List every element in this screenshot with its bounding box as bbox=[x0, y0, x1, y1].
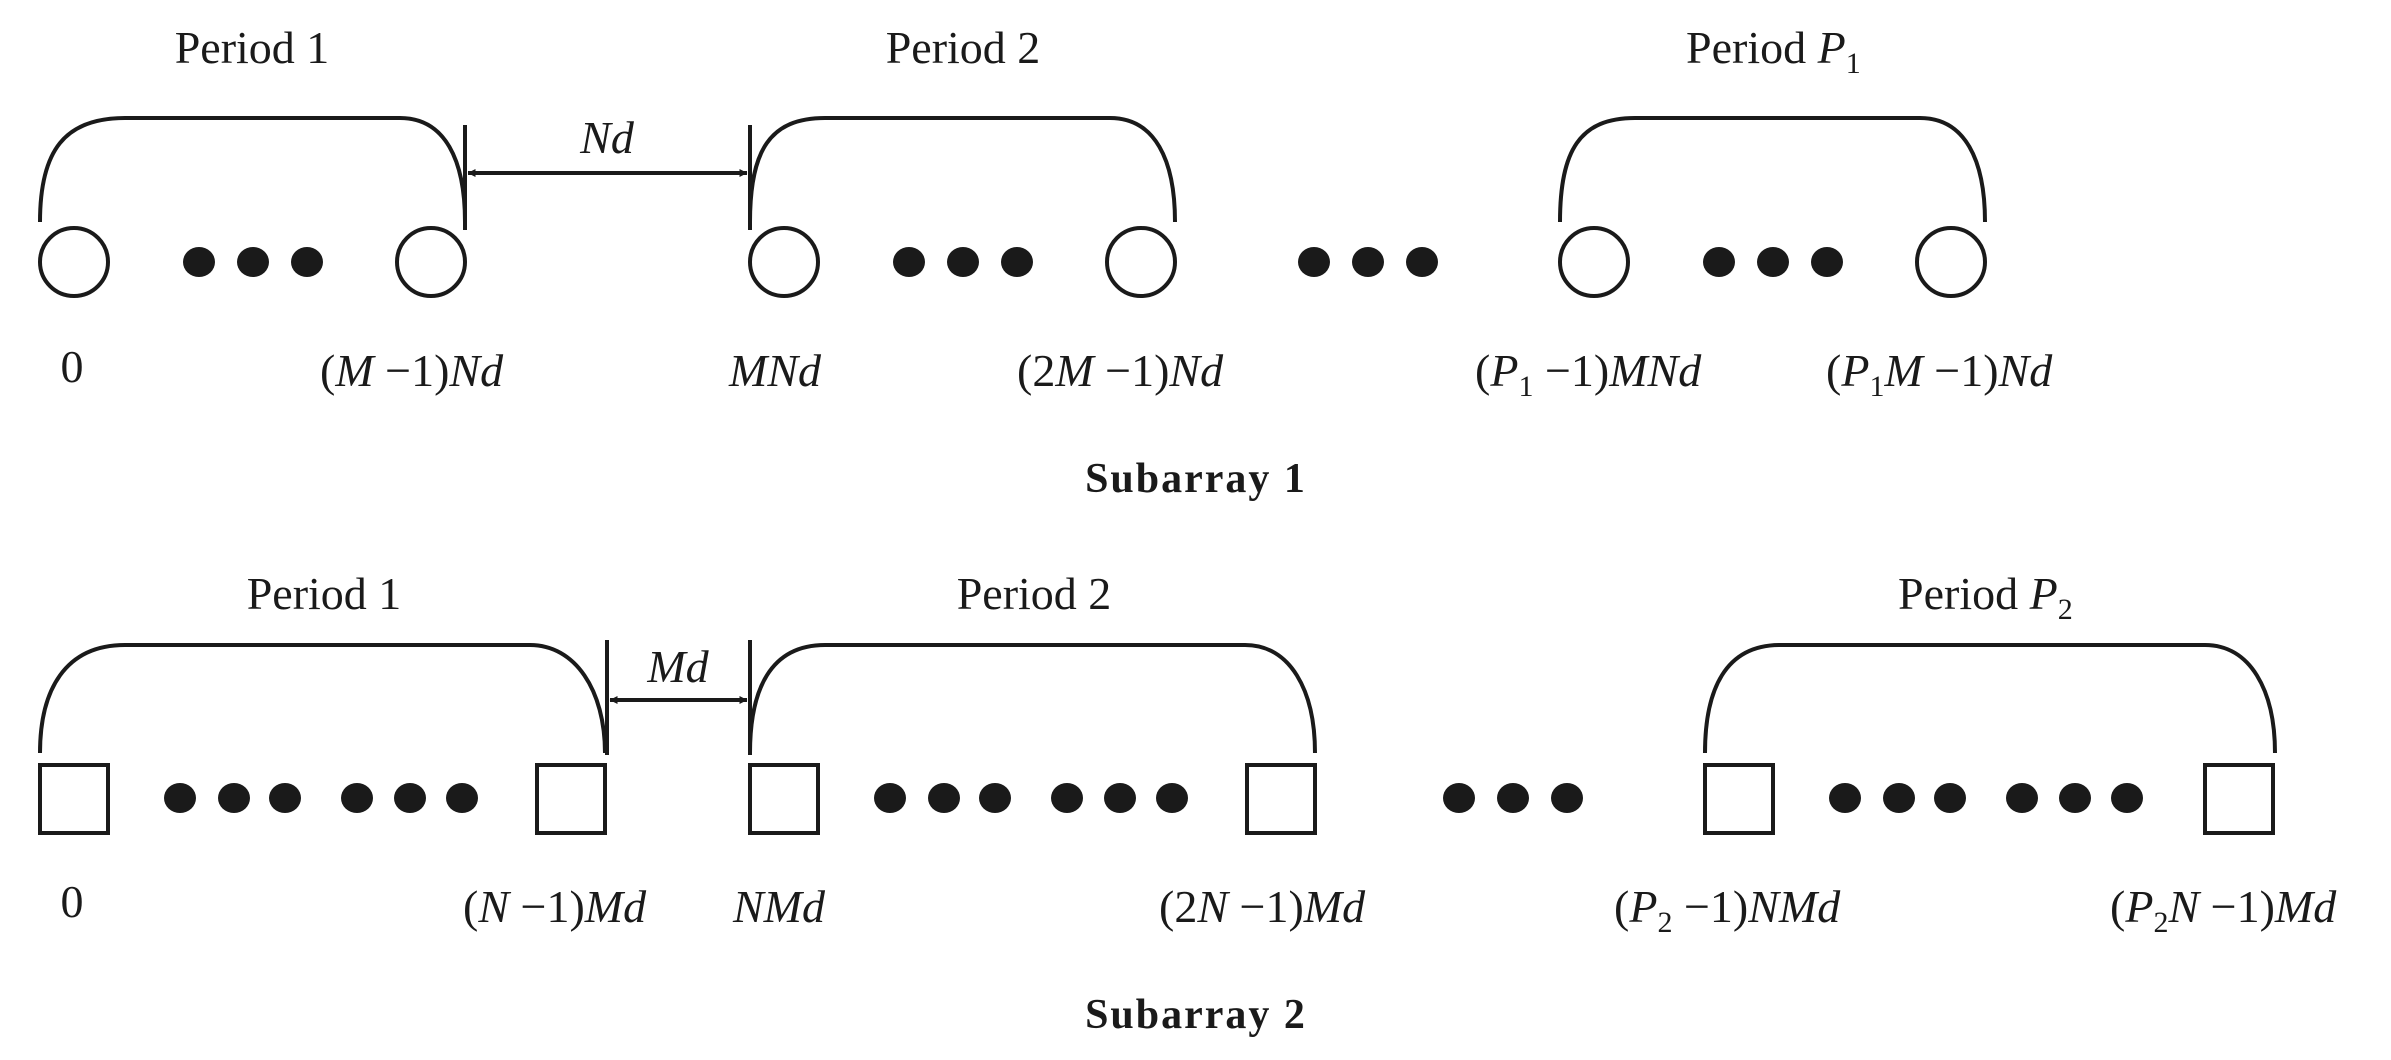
subarray2-position-2n-minus-1: (2N −1)Md bbox=[1159, 881, 1366, 932]
ellipsis-dot bbox=[928, 783, 960, 813]
subarray1-period-2-bracket bbox=[748, 116, 1177, 223]
subarray2-period-p2-label: Period P2 bbox=[1898, 568, 2073, 626]
subarray-1: Period 1 Period 2 Period P1 Nd bbox=[38, 22, 2053, 502]
subarray1-position-mnd: MNd bbox=[728, 345, 822, 396]
ellipsis-dot bbox=[1497, 783, 1529, 813]
subarray1-period-1-label: Period 1 bbox=[175, 22, 330, 73]
ellipsis-dot bbox=[446, 783, 478, 813]
subarray2-position-n-minus-1: (N −1)Md bbox=[463, 881, 647, 932]
subarray2-ellipsis-period-1 bbox=[164, 783, 478, 813]
ellipsis-dot bbox=[1001, 247, 1033, 277]
subarray2-spacing-label: Md bbox=[646, 641, 709, 692]
ellipsis-dot bbox=[1406, 247, 1438, 277]
subarray2-sensor-square bbox=[748, 763, 820, 835]
subarray1-period-p1-label: Period P1 bbox=[1686, 22, 1861, 80]
ellipsis-dot bbox=[183, 247, 215, 277]
ellipsis-dot bbox=[341, 783, 373, 813]
subarray2-period-2-label: Period 2 bbox=[957, 568, 1112, 619]
ellipsis-dot bbox=[291, 247, 323, 277]
ellipsis-dot bbox=[1883, 783, 1915, 813]
subarray1-sensor-circle bbox=[1105, 226, 1177, 298]
ellipsis-dot bbox=[979, 783, 1011, 813]
ellipsis-dot bbox=[2006, 783, 2038, 813]
subarray2-position-zero: 0 bbox=[61, 876, 84, 927]
subarray2-ellipsis-period-2 bbox=[874, 783, 1188, 813]
ellipsis-dot bbox=[2059, 783, 2091, 813]
subarray1-spacing-label: Nd bbox=[579, 112, 635, 163]
ellipsis-dot bbox=[269, 783, 301, 813]
subarray2-ellipsis-period-p2 bbox=[1829, 783, 2143, 813]
ellipsis-dot bbox=[1443, 783, 1475, 813]
subarray2-period-1-label: Period 1 bbox=[247, 568, 402, 619]
subarray1-ellipsis-period-p1 bbox=[1703, 247, 1843, 277]
ellipsis-dot bbox=[1156, 783, 1188, 813]
subarray1-ellipsis-period-2 bbox=[893, 247, 1033, 277]
ellipsis-dot bbox=[1829, 783, 1861, 813]
ellipsis-dot bbox=[947, 247, 979, 277]
subarray1-period-2-label: Period 2 bbox=[886, 22, 1041, 73]
subarray1-ellipsis-period-1 bbox=[183, 247, 323, 277]
ellipsis-dot bbox=[1811, 247, 1843, 277]
subarray1-position-p1-minus-1: (P1 −1)MNd bbox=[1475, 345, 1702, 403]
subarray1-sensor-circle bbox=[38, 226, 110, 298]
subarray1-sensor-circle bbox=[1915, 226, 1987, 298]
ellipsis-dot bbox=[1298, 247, 1330, 277]
ellipsis-dot bbox=[1551, 783, 1583, 813]
subarray1-sensor-circle bbox=[1558, 226, 1630, 298]
subarray-2: Period 1 Period 2 Period P2 Md bbox=[38, 568, 2337, 1038]
ellipsis-dot bbox=[1352, 247, 1384, 277]
ellipsis-dot bbox=[874, 783, 906, 813]
subarray2-sensor-square bbox=[2203, 763, 2275, 835]
ellipsis-dot bbox=[2111, 783, 2143, 813]
subarray1-period-p1-bracket bbox=[1558, 116, 1987, 223]
subarray2-period-2-bracket bbox=[748, 643, 1317, 754]
subarray2-sensor-square bbox=[1245, 763, 1317, 835]
subarray2-position-p2n-minus-1: (P2N −1)Md bbox=[2110, 881, 2337, 939]
subarray1-sensor-circle bbox=[395, 226, 467, 298]
subarray1-sensor-circle bbox=[748, 226, 820, 298]
subarray1-position-2m-minus-1: (2M −1)Nd bbox=[1017, 345, 1224, 396]
subarray1-position-m-minus-1: (M −1)Nd bbox=[320, 345, 504, 396]
subarray2-period-p2-bracket bbox=[1703, 643, 2277, 754]
ellipsis-dot bbox=[1703, 247, 1735, 277]
ellipsis-dot bbox=[1934, 783, 1966, 813]
ellipsis-dot bbox=[1051, 783, 1083, 813]
subarray2-sensor-square bbox=[38, 763, 110, 835]
subarray2-sensor-square bbox=[1703, 763, 1775, 835]
subarray2-sensor-square bbox=[535, 763, 607, 835]
ellipsis-dot bbox=[1757, 247, 1789, 277]
ellipsis-dot bbox=[394, 783, 426, 813]
subarray1-position-p1m-minus-1: (P1M −1)Nd bbox=[1826, 345, 2053, 403]
subarray1-period-1-bracket bbox=[38, 116, 467, 223]
subarray2-title: Subarray 2 bbox=[1085, 992, 1307, 1038]
subarray1-title: Subarray 1 bbox=[1085, 456, 1307, 502]
subarray2-ellipsis-between-periods bbox=[1443, 783, 1583, 813]
ellipsis-dot bbox=[164, 783, 196, 813]
ellipsis-dot bbox=[237, 247, 269, 277]
subarray2-position-nmd: NMd bbox=[732, 881, 826, 932]
subarray1-ellipsis-between-periods bbox=[1298, 247, 1438, 277]
ellipsis-dot bbox=[1104, 783, 1136, 813]
ellipsis-dot bbox=[893, 247, 925, 277]
subarray2-position-p2-minus-1: (P2 −1)NMd bbox=[1614, 881, 1841, 939]
ellipsis-dot bbox=[218, 783, 250, 813]
subarray2-period-1-bracket bbox=[38, 643, 607, 754]
subarray1-position-zero: 0 bbox=[61, 341, 84, 392]
